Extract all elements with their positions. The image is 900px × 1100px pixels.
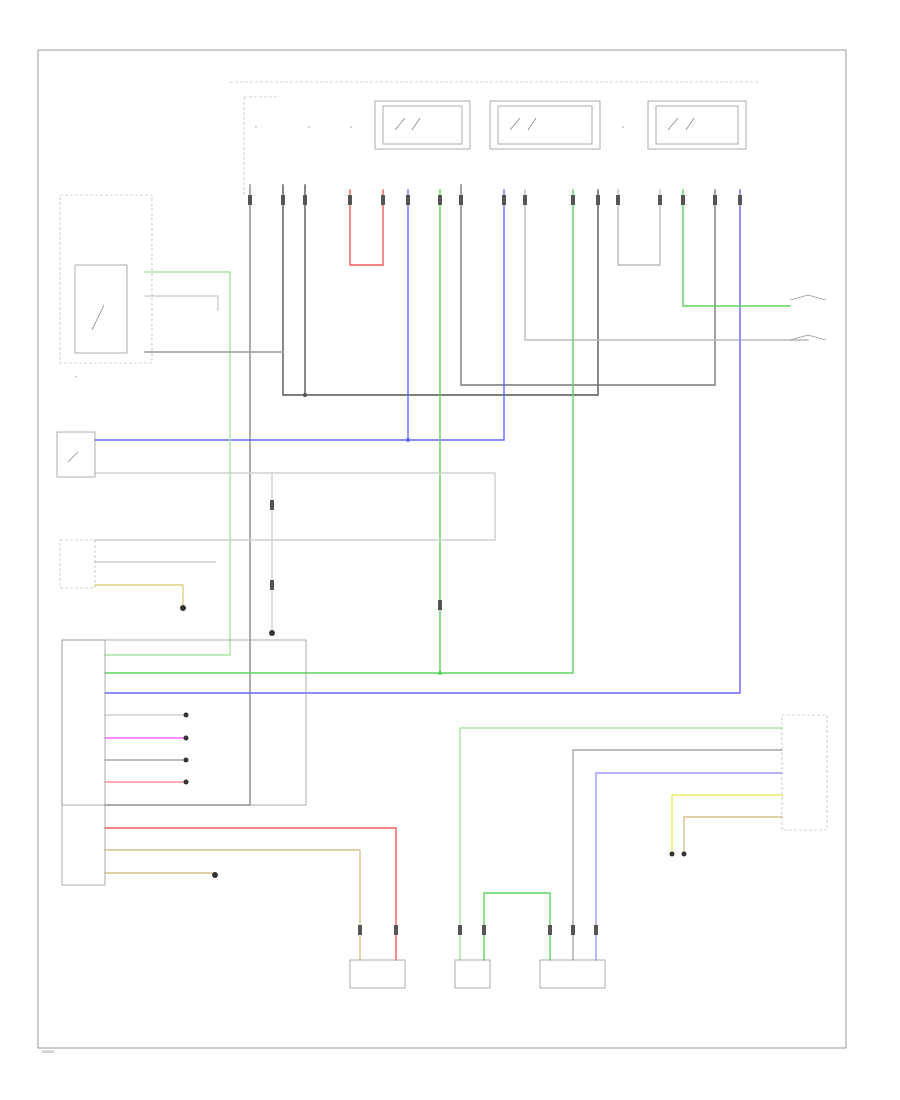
svg-text:x: x: [308, 125, 310, 129]
switch-box-2: [59, 539, 96, 589]
relay-3: [647, 100, 747, 150]
diagram-frame: [37, 49, 847, 1049]
relay-2: [489, 100, 601, 150]
relay-left: [74, 264, 128, 354]
connector-pins: [248, 195, 742, 935]
reference-number: 000000: [42, 1050, 54, 1054]
relay-1: [374, 100, 471, 150]
svg-text:x: x: [255, 125, 257, 129]
switch-box: [56, 431, 96, 478]
sensor-left: [349, 959, 406, 989]
svg-text:x: x: [622, 125, 624, 129]
left-components: x: [56, 194, 687, 886]
junctions: [303, 393, 442, 675]
ecm-block: [61, 639, 106, 886]
wires: [94, 184, 809, 961]
svg-text:x: x: [350, 125, 352, 129]
right-components: [349, 294, 828, 989]
svg-text:x: x: [75, 375, 77, 379]
switch-bottom: [454, 959, 491, 989]
power-distribution-top: x x x x: [230, 81, 760, 195]
sensor-right: [539, 959, 606, 989]
